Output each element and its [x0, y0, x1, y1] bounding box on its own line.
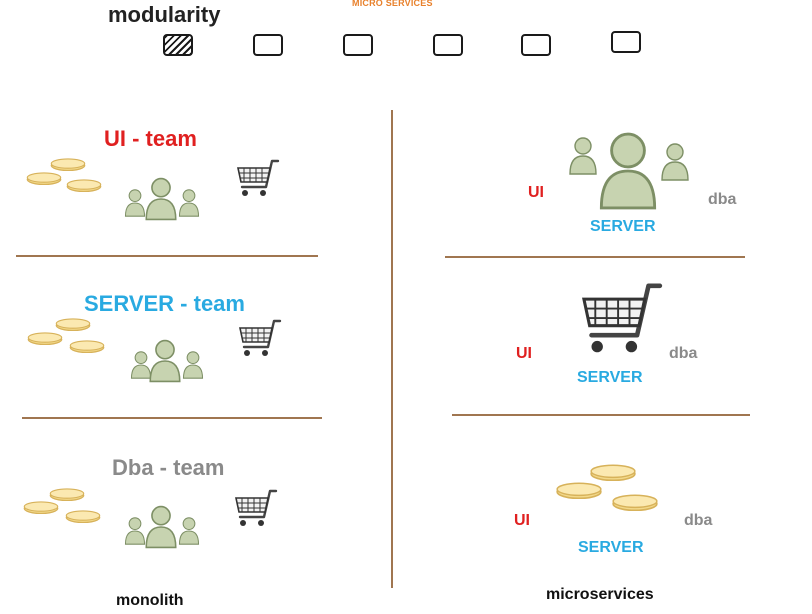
service-3-server-label: SERVER — [578, 539, 644, 556]
service-2-dba-label: dba — [669, 345, 698, 362]
service-1-dba-label: dba — [708, 191, 737, 208]
microservices-label: microservices — [546, 586, 654, 603]
modularity-box-6 — [611, 31, 641, 53]
monolith-divider-2 — [22, 417, 322, 419]
center-divider — [391, 110, 393, 588]
monolith-label: monolith — [116, 592, 184, 609]
service-3-dba-label: dba — [684, 512, 713, 529]
modularity-box-3 — [343, 34, 373, 56]
coins-icon — [556, 464, 658, 511]
coins-icon — [23, 488, 101, 523]
coins-icon — [27, 318, 105, 353]
ui-team-label: UI - team — [104, 126, 197, 151]
service-1-ui-label: UI — [528, 184, 544, 201]
micro-divider-1 — [445, 256, 745, 258]
people-icon — [569, 132, 689, 210]
modularity-box-2 — [253, 34, 283, 56]
cart-icon — [234, 489, 278, 528]
cart-icon — [236, 159, 280, 198]
dba-team-label: Dba - team — [112, 455, 225, 480]
team-people-icon — [124, 505, 200, 549]
server-team-label: SERVER - team — [84, 291, 245, 316]
team-people-icon — [130, 339, 204, 383]
monolith-divider-1 — [16, 255, 318, 257]
cart-icon — [238, 319, 282, 358]
service-2-ui-label: UI — [516, 345, 532, 362]
micro-divider-2 — [452, 414, 750, 416]
micro-services-label: MICRO SERVICES — [352, 0, 433, 8]
coins-icon — [26, 158, 102, 192]
modularity-label: modularity — [108, 2, 221, 27]
service-2-server-label: SERVER — [577, 369, 643, 386]
modularity-box-4 — [433, 34, 463, 56]
modularity-box-5 — [521, 34, 551, 56]
service-3-ui-label: UI — [514, 512, 530, 529]
modularity-box-1 — [163, 34, 193, 56]
service-1-server-label: SERVER — [590, 218, 656, 235]
cart-icon — [572, 282, 672, 358]
team-people-icon — [124, 177, 200, 221]
